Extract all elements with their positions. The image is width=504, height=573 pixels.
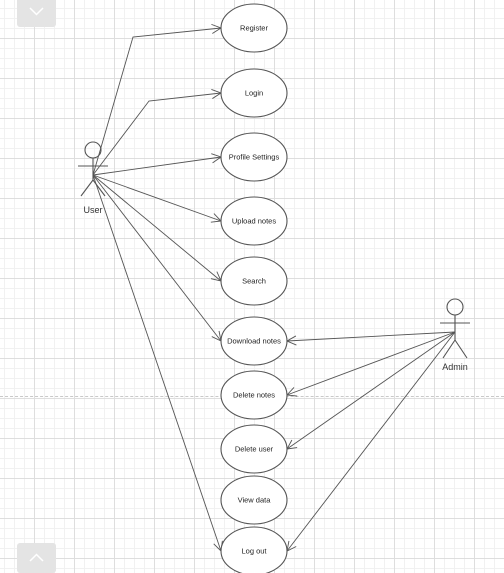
user-actor-right-leg (92, 179, 106, 197)
use-case-label: Profile Settings (229, 153, 280, 162)
user-actor-left-leg (80, 179, 94, 197)
association-admin-to-delete-user[interactable] (287, 331, 456, 449)
association-user-to-log-out[interactable] (92, 174, 221, 551)
use-case-ellipse[interactable] (220, 370, 288, 420)
use-case-log-out[interactable]: Log out (220, 526, 288, 573)
user-actor-label: User (83, 205, 102, 215)
expand-button[interactable] (17, 543, 56, 573)
use-case-ellipse[interactable] (220, 256, 288, 306)
association-user-to-download-notes[interactable] (92, 174, 221, 341)
user-actor[interactable] (78, 141, 108, 197)
use-case-view-data[interactable]: View data (220, 475, 288, 525)
use-case-search[interactable]: Search (220, 256, 288, 306)
user-actor-head (84, 141, 102, 159)
association-admin-to-delete-notes[interactable] (287, 331, 456, 395)
collapse-button[interactable] (17, 0, 56, 27)
use-case-login[interactable]: Login (220, 68, 288, 118)
association-user-to-login[interactable] (92, 93, 221, 176)
use-case-ellipse[interactable] (220, 424, 288, 474)
admin-actor-right-leg (454, 339, 468, 359)
use-case-label: Log out (241, 547, 267, 556)
use-case-label: Delete notes (233, 391, 275, 400)
use-case-delete-user[interactable]: Delete user (220, 424, 288, 474)
use-case-delete-notes[interactable]: Delete notes (220, 370, 288, 420)
use-case-register[interactable]: Register (220, 3, 288, 53)
admin-actor-left-leg (442, 339, 456, 359)
admin-actor[interactable] (440, 298, 470, 359)
chevron-up-icon (29, 553, 44, 562)
use-case-upload-notes[interactable]: Upload notes (220, 196, 288, 246)
use-case-label: View data (238, 496, 272, 505)
association-user-to-search[interactable] (92, 174, 221, 281)
use-case-label: Upload notes (232, 217, 276, 226)
use-case-label: Download notes (227, 337, 281, 346)
admin-actor-label: Admin (442, 362, 468, 372)
admin-actor-head (446, 298, 464, 316)
use-case-ellipse[interactable] (220, 132, 288, 182)
use-case-ellipse[interactable] (220, 196, 288, 246)
association-admin-to-log-out[interactable] (287, 331, 456, 551)
use-case-ellipse[interactable] (220, 526, 288, 573)
use-case-label: Register (240, 24, 268, 33)
association-user-to-register[interactable] (92, 28, 221, 176)
association-user-to-profile-settings[interactable] (92, 157, 221, 176)
use-case-ellipse[interactable] (220, 68, 288, 118)
use-case-profile-settings[interactable]: Profile Settings (220, 132, 288, 182)
use-case-label: Login (245, 89, 263, 98)
chevron-down-icon (29, 7, 44, 16)
association-user-to-upload-notes[interactable] (92, 174, 221, 221)
use-case-label: Search (242, 277, 266, 286)
use-case-download-notes[interactable]: Download notes (220, 316, 288, 366)
use-case-ellipse[interactable] (220, 3, 288, 53)
use-case-label: Delete user (235, 445, 274, 454)
association-lines (92, 28, 456, 551)
use-case-ellipse[interactable] (220, 316, 288, 366)
association-admin-to-download-notes[interactable] (287, 331, 456, 341)
use-case-ellipse[interactable] (220, 475, 288, 525)
